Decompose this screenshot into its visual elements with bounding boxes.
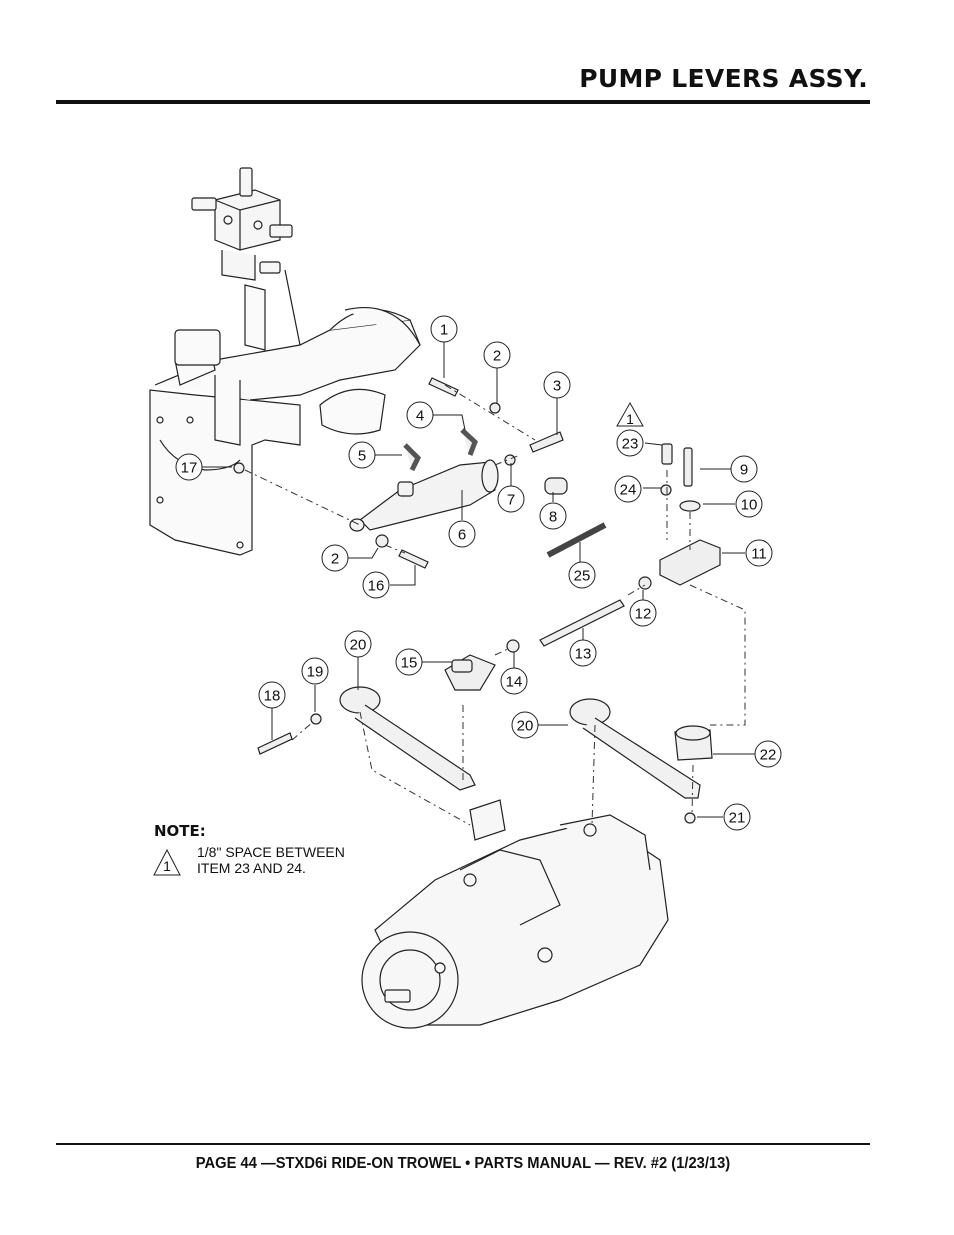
- footer-rule: [56, 1143, 870, 1145]
- callout-8: 8: [549, 509, 557, 526]
- callout-19: 19: [307, 664, 324, 681]
- callout-25: 25: [574, 568, 591, 585]
- callout-20-right: 20: [517, 718, 534, 735]
- callout-circles: [175, 315, 782, 831]
- pump-levers: [339, 686, 713, 824]
- callout-23: 23: [622, 436, 639, 453]
- callout-2-upper: 2: [493, 348, 501, 365]
- callout-14: 14: [506, 674, 523, 691]
- warning-top-number: 1: [626, 411, 634, 427]
- callout-10: 10: [741, 497, 758, 514]
- callout-4: 4: [416, 408, 424, 425]
- callout-18: 18: [264, 688, 281, 705]
- callout-2-lower: 2: [331, 551, 339, 568]
- leader-lines: [202, 342, 755, 818]
- callout-11: 11: [751, 546, 767, 563]
- hardware-parts: [233, 377, 721, 755]
- hydraulic-cylinder: [349, 459, 499, 532]
- callout-22: 22: [760, 747, 777, 764]
- callout-13: 13: [575, 646, 592, 663]
- warning-note-number: 1: [163, 858, 171, 874]
- callout-20-left: 20: [350, 637, 367, 654]
- page-title: PUMP LEVERS ASSY.: [579, 64, 868, 93]
- warning-triangle-top: 1: [616, 401, 644, 427]
- callout-21: 21: [729, 810, 746, 827]
- note-body: 1/8" SPACE BETWEEN ITEM 23 AND 24.: [197, 844, 345, 876]
- callout-15: 15: [401, 655, 418, 672]
- callout-1: 1: [440, 322, 448, 339]
- callout-9: 9: [740, 462, 748, 479]
- control-valve-block: [191, 167, 293, 281]
- assembly-lines: [244, 384, 746, 826]
- callout-24: 24: [620, 482, 637, 499]
- callout-16: 16: [368, 578, 385, 595]
- header-rule: [56, 100, 870, 104]
- frame-bracket: [149, 269, 421, 556]
- hydraulic-pump: [361, 799, 669, 1029]
- callout-6: 6: [458, 527, 466, 544]
- callout-17: 17: [181, 460, 198, 477]
- page-footer: PAGE 44 —STXD6i RIDE-ON TROWEL • PARTS M…: [195, 1155, 731, 1172]
- warning-triangle-note: 1: [153, 848, 181, 876]
- callout-5: 5: [358, 448, 366, 465]
- callout-7: 7: [507, 492, 515, 509]
- note-title: NOTE:: [154, 822, 206, 840]
- callout-12: 12: [635, 606, 652, 623]
- callout-3: 3: [553, 378, 561, 395]
